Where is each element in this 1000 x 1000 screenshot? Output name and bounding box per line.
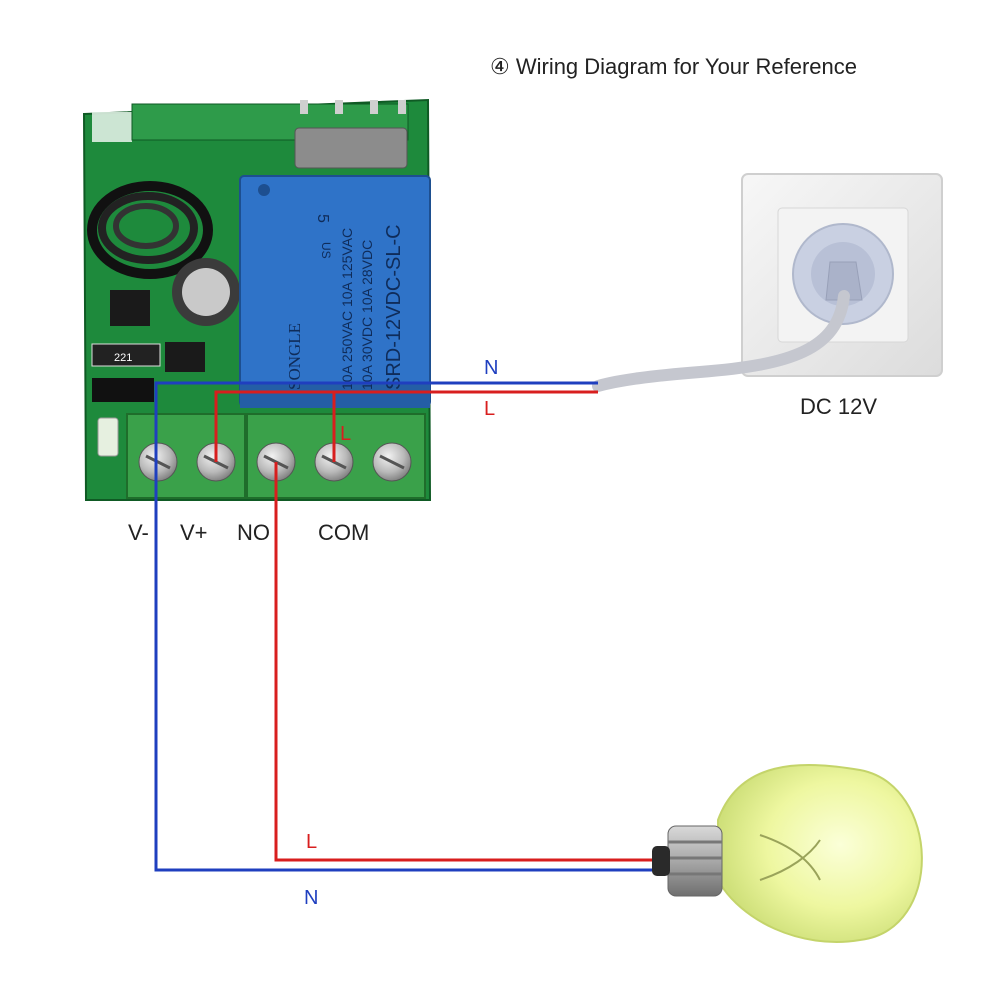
pin bbox=[335, 100, 343, 114]
relay-module: 221 SONGLE 10A 250VAC 10A 125VAC 10A 30V… bbox=[82, 98, 432, 501]
wire-label-top-l: L bbox=[484, 398, 495, 420]
capacitor-top bbox=[182, 268, 230, 316]
regulator-chip bbox=[110, 290, 150, 326]
transistor bbox=[165, 342, 205, 372]
wire-label-top-n: N bbox=[484, 357, 498, 379]
wire-label-bulb-n: N bbox=[304, 887, 318, 909]
resistor bbox=[91, 343, 161, 367]
crystal-oscillator bbox=[294, 127, 408, 169]
terminal-label-v-plus: V+ bbox=[180, 520, 208, 545]
relay-model: SRD-12VDC-SL-C bbox=[383, 224, 405, 390]
bulb-base bbox=[667, 825, 723, 897]
diagram-title: ④ Wiring Diagram for Your Reference bbox=[490, 54, 857, 79]
live-wire-bulb bbox=[274, 462, 660, 862]
relay-number: 5 bbox=[314, 214, 331, 223]
wires bbox=[154, 381, 660, 872]
terminal-label-no: NO bbox=[237, 520, 270, 545]
light-bulb bbox=[652, 764, 923, 943]
led bbox=[97, 417, 119, 457]
bulb-filament bbox=[759, 839, 821, 881]
wire-label-bulb-l: L bbox=[306, 831, 317, 853]
antenna-coil bbox=[87, 181, 213, 279]
live-wire-vplus bbox=[214, 390, 598, 462]
diode bbox=[92, 378, 154, 402]
wire-label-com-l: L bbox=[340, 423, 351, 445]
screw-nc bbox=[372, 442, 412, 482]
relay-brand: SONGLE bbox=[285, 323, 304, 390]
terminal-label-com: COM bbox=[318, 520, 369, 545]
power-cable bbox=[592, 290, 850, 392]
relay-rating-1: 10A 250VAC 10A 125VAC bbox=[339, 228, 355, 390]
bulb-filament bbox=[759, 834, 821, 881]
pin bbox=[370, 100, 378, 114]
relay: SONGLE 10A 250VAC 10A 125VAC 10A 30VDC 1… bbox=[239, 175, 431, 408]
neutral-wire bbox=[154, 381, 660, 872]
resistor-marking: 221 bbox=[114, 352, 132, 364]
relay-rating-2: 10A 30VDC 10A 28VDC bbox=[359, 240, 375, 390]
terminal-label-v-minus: V- bbox=[128, 520, 149, 545]
screw-v-minus bbox=[138, 442, 178, 482]
pcb-white-edge bbox=[92, 112, 132, 142]
bulb-glass bbox=[717, 764, 923, 943]
pin bbox=[398, 100, 406, 114]
bulb-contact bbox=[652, 846, 670, 876]
relay-cert: US bbox=[319, 242, 333, 259]
power-source-label: DC 12V bbox=[800, 394, 877, 419]
power-socket bbox=[741, 173, 943, 377]
pin bbox=[300, 100, 308, 114]
